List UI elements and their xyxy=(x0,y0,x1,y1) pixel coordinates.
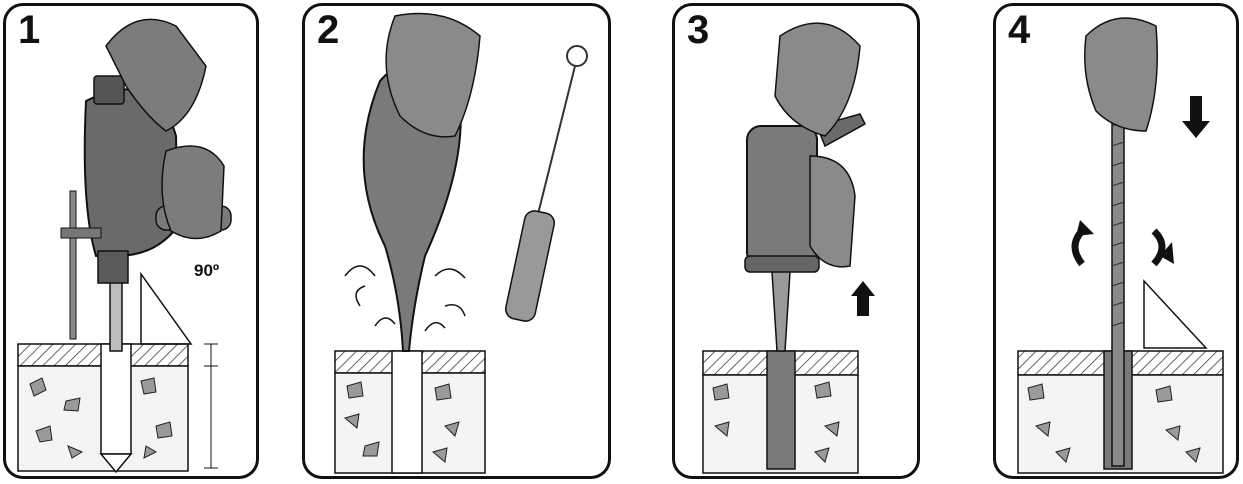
angle-label: 90º xyxy=(194,261,219,281)
step-4-panel: 4 xyxy=(993,3,1239,479)
step-3-panel: 3 xyxy=(672,3,920,479)
cleaning-brush xyxy=(504,209,556,323)
rotate-right-icon xyxy=(1154,231,1162,264)
right-angle-triangle xyxy=(141,274,191,344)
step-number: 3 xyxy=(687,8,709,52)
arrow-down-icon xyxy=(1182,96,1210,138)
step-number: 2 xyxy=(317,8,339,52)
cleaning-brush-wire xyxy=(535,66,575,226)
hand xyxy=(1085,18,1158,131)
resin-cartridge xyxy=(747,126,817,266)
drill-hole xyxy=(392,351,422,473)
drilling-illustration xyxy=(6,6,256,476)
cleaning-illustration xyxy=(305,6,608,476)
injecting-illustration xyxy=(675,6,917,476)
step-number: 4 xyxy=(1008,8,1030,52)
hand-grip xyxy=(810,156,855,267)
step-2-panel: 2 xyxy=(302,3,611,479)
inserting-rod-illustration xyxy=(996,6,1236,476)
arrow-up-icon xyxy=(851,281,875,316)
right-angle-triangle xyxy=(1144,281,1206,348)
step-1-panel: 1 90º xyxy=(3,3,259,479)
step-number: 1 xyxy=(18,8,40,52)
drill-bit xyxy=(110,281,122,351)
drill-hole xyxy=(101,344,131,454)
resin-filled-hole xyxy=(767,351,795,469)
hand-side xyxy=(162,146,224,239)
